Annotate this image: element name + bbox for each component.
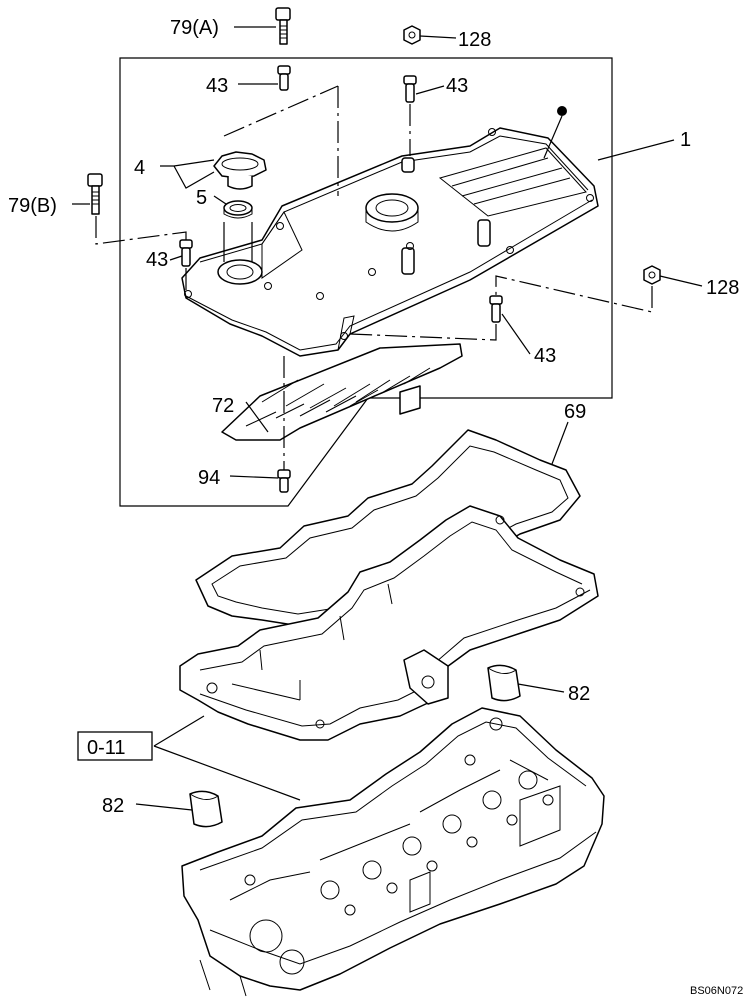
callout-79a: 79(A) [170, 17, 219, 39]
leader-5 [213, 195, 227, 205]
axis-128-right [495, 275, 653, 313]
leader-43-top-right [415, 85, 445, 95]
callout-79b: 79(B) [8, 195, 57, 217]
axis-cap [223, 85, 339, 137]
cap-82-right [487, 664, 521, 702]
leader-1 [597, 139, 675, 161]
callout-0-11: 0-11 [87, 737, 126, 759]
callout-82-left: 82 [102, 795, 124, 817]
reference-box-0-11 [77, 731, 153, 761]
collar-43-left [179, 239, 193, 267]
callout-43-right: 43 [534, 345, 556, 367]
leader-43-left [169, 255, 183, 261]
callout-5: 5 [196, 187, 207, 209]
axis-79b [95, 216, 187, 245]
collar-43-right [489, 295, 503, 323]
callout-82-right: 82 [568, 683, 590, 705]
callout-94: 94 [198, 467, 220, 489]
bolt-79a [275, 7, 291, 45]
leader-4 [160, 159, 215, 189]
axis-43-right [349, 324, 497, 341]
nut-128-top [403, 25, 421, 45]
callout-43-top-left: 43 [206, 75, 228, 97]
callout-4: 4 [134, 157, 145, 179]
leader-82-right [517, 683, 565, 693]
leader-128-top [419, 35, 457, 39]
collar-43-top-right [403, 75, 417, 103]
nut-128-right [643, 265, 661, 285]
drawing-code: BS06N072 [690, 985, 743, 997]
leader-69 [551, 421, 569, 465]
leader-128-right [659, 275, 703, 287]
cover-gasket-inner [211, 445, 569, 615]
leader-43-right [501, 313, 531, 355]
bolt-79b [87, 173, 103, 215]
baffle-plate [221, 343, 463, 441]
callout-1: 1 [680, 129, 691, 151]
callout-72: 72 [212, 395, 234, 417]
oil-cap-seal [223, 200, 253, 219]
cam-carrier-frame [179, 505, 599, 741]
callout-128-right: 128 [706, 277, 739, 299]
callout-43-top-right: 43 [446, 75, 468, 97]
head-cover [181, 127, 599, 357]
marker-dot [557, 106, 567, 116]
collar-43-top-left [277, 65, 291, 91]
oil-filler-cap [213, 151, 267, 190]
callout-43-left: 43 [146, 249, 168, 271]
cap-82-left [189, 790, 223, 828]
cylinder-head [181, 707, 605, 997]
leader-82-left [135, 803, 193, 811]
leader-94 [229, 475, 279, 479]
callout-128-top: 128 [458, 29, 491, 51]
leader-011 [153, 715, 301, 801]
leader-dot [543, 115, 563, 159]
callout-69: 69 [564, 401, 586, 423]
bolt-94 [277, 469, 291, 493]
cap-centerline [223, 222, 253, 262]
leader-72 [245, 401, 269, 433]
